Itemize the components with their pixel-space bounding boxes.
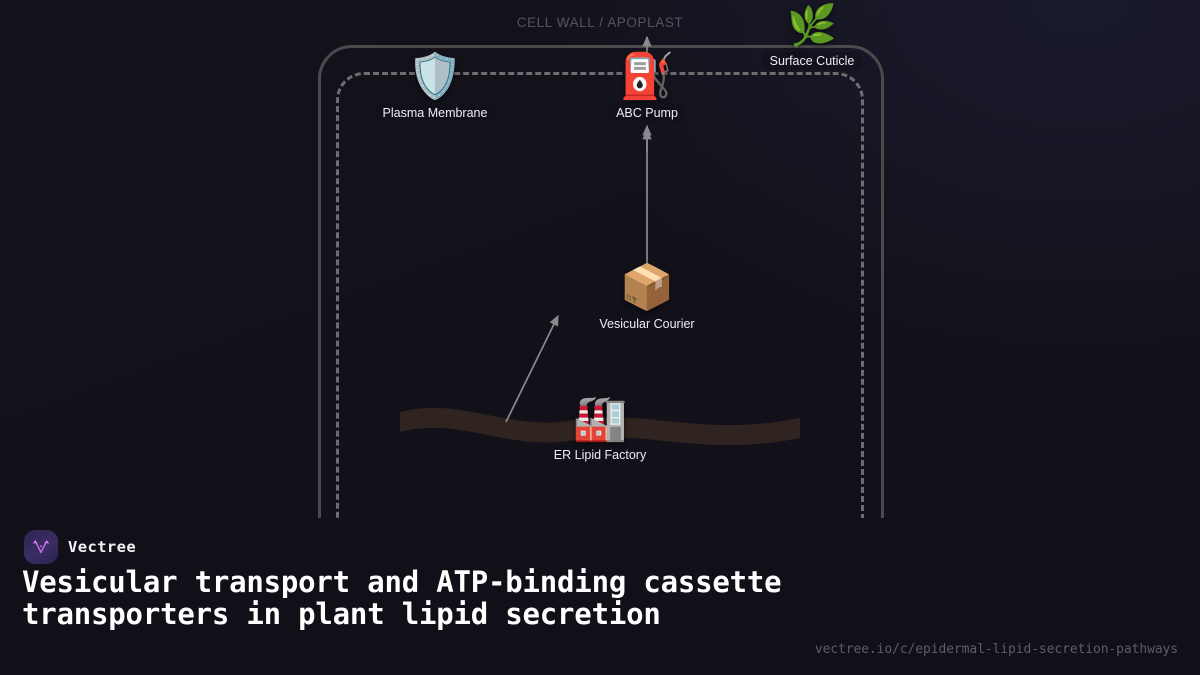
package-icon: 📦 (619, 262, 675, 313)
node-label: ER Lipid Factory (546, 446, 654, 464)
node-label: Plasma Membrane (375, 104, 495, 122)
herb-icon: 🌿 (787, 3, 837, 49)
er-membrane-band (400, 407, 800, 446)
cell-outline-border (318, 45, 884, 518)
diagram-canvas: CELL WALL / APOPLAST 🌿 Surface Cuticle 🛡… (0, 0, 1200, 518)
node-vesicular-courier[interactable]: 📦 Vesicular Courier (592, 262, 702, 333)
node-label: ABC Pump (609, 104, 685, 122)
zone-label-apoplast: CELL WALL / APOPLAST (516, 15, 684, 30)
footer-url: vectree.io/c/epidermal-lipid-secretion-p… (814, 642, 1178, 657)
node-er-lipid-factory[interactable]: 🏭 ER Lipid Factory (546, 393, 654, 464)
brand-name: Vectree (68, 538, 137, 556)
vectree-logo-icon (24, 530, 58, 564)
node-surface-cuticle[interactable]: 🌿 Surface Cuticle (762, 3, 862, 70)
footer-bar: Vectree Vesicular transport and ATP-bind… (0, 518, 1200, 675)
headline: Vesicular transport and ATP-binding cass… (22, 565, 782, 631)
node-plasma-membrane[interactable]: 🛡️ Plasma Membrane (375, 51, 495, 122)
edge-layer (505, 35, 652, 423)
brand: Vectree (24, 530, 136, 564)
node-abc-pump[interactable]: ⛽ ABC Pump (609, 54, 685, 122)
factory-icon: 🏭 (572, 393, 628, 444)
fuel-pump-icon: ⛽ (619, 51, 675, 102)
shield-icon: 🛡️ (407, 51, 463, 102)
cell-dashed-border (336, 72, 864, 518)
node-label: Vesicular Courier (592, 315, 702, 333)
edge-er-to-vesicle (505, 314, 559, 423)
node-label: Surface Cuticle (762, 52, 862, 70)
